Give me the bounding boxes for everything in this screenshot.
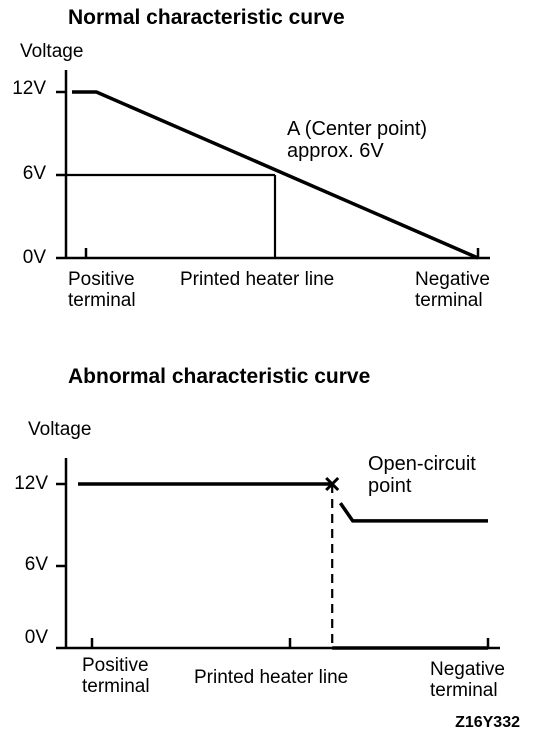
chart2-series-3 [338, 502, 488, 523]
chart2-xlabel-negative: Negative terminal [430, 659, 505, 701]
chart2-ytick-12v: 12V [14, 473, 48, 494]
chart1-xlabel-negative: Negative terminal [415, 269, 490, 311]
chart2-ytick-6v: 6V [24, 554, 48, 575]
chart1-ytick-0v: 0V [22, 247, 46, 268]
chart2-ylabel: Voltage [28, 419, 92, 440]
chart1-xlabel-heater: Printed heater line [180, 269, 335, 290]
figure-code: Z16Y332 [455, 714, 520, 731]
chart1-ylabel: Voltage [20, 41, 84, 62]
chart1-ytick-12v: 12V [12, 78, 46, 99]
chart2-ytick-0v: 0V [24, 627, 48, 648]
chart2-title: Abnormal characteristic curve [68, 365, 371, 388]
chart1-xlabel-positive: Positive terminal [68, 269, 136, 311]
chart2-xlabel-positive: Positive terminal [82, 655, 150, 697]
chart2-annotation: Open-circuit point [368, 453, 476, 497]
chart2-open-circuit-marker [325, 476, 340, 492]
chart1-annotation: A (Center point) approx. 6V [287, 118, 428, 162]
chart1-series-0 [72, 90, 479, 260]
chart1-title: Normal characteristic curve [68, 6, 345, 29]
chart2-xlabel-heater: Printed heater line [194, 667, 349, 688]
chart1-ytick-6v: 6V [22, 163, 46, 184]
